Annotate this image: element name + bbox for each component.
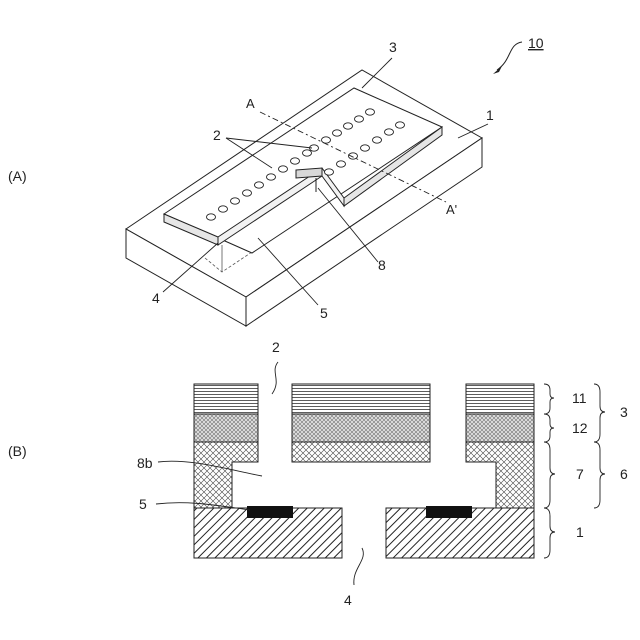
- section-label-a: A: [246, 96, 255, 111]
- label-layer-7: 7: [576, 466, 584, 482]
- brace-12: [544, 414, 554, 442]
- brace-6: [594, 442, 605, 508]
- pore: [231, 198, 240, 204]
- pore: [385, 129, 394, 135]
- brace-1: [544, 508, 555, 558]
- label-channel-gap: 8: [378, 257, 386, 273]
- panel-a-label: (A): [8, 168, 27, 184]
- layer-7-left: [194, 442, 258, 508]
- label-inlet: 4: [152, 290, 160, 306]
- pore: [291, 158, 300, 164]
- pore: [355, 116, 364, 122]
- pore: [396, 122, 405, 128]
- pore: [279, 166, 288, 172]
- section-label-a-prime: A': [446, 202, 457, 217]
- label-electrode-b: 5: [139, 496, 147, 512]
- ref-arrow: [497, 42, 522, 70]
- panel-a: (A) 10: [8, 35, 544, 326]
- electrode-left: [247, 506, 293, 518]
- electrode-right: [426, 506, 472, 518]
- brace-3: [594, 384, 605, 442]
- pore: [344, 123, 353, 129]
- pore: [366, 109, 375, 115]
- pore: [333, 130, 342, 136]
- pore: [207, 214, 216, 220]
- brace-11: [544, 384, 554, 414]
- label-pore: 2: [272, 339, 280, 355]
- panel-b-label: (B): [8, 443, 27, 459]
- pore: [361, 145, 370, 151]
- pore: [322, 137, 331, 143]
- label-electrode: 5: [320, 305, 328, 321]
- label-layer-11: 11: [572, 390, 587, 406]
- layer-11: [194, 384, 534, 414]
- label-through-hole: 4: [344, 592, 352, 608]
- label-layer-1: 1: [576, 524, 584, 540]
- layer-braces: [544, 384, 605, 558]
- figure-ref-number: 10: [528, 35, 544, 51]
- label-group-6: 6: [620, 466, 628, 482]
- pore: [255, 182, 264, 188]
- chip-slot-wall: [296, 168, 322, 178]
- pore: [349, 153, 358, 159]
- leader-through-hole: [354, 548, 364, 585]
- label-pores: 2: [213, 127, 221, 143]
- label-membrane-chip: 3: [389, 39, 397, 55]
- pore: [303, 150, 312, 156]
- pore: [325, 169, 334, 175]
- pore: [243, 190, 252, 196]
- leader-pore: [272, 362, 278, 394]
- layer-12: [194, 414, 534, 442]
- pore: [219, 206, 228, 212]
- layer-7-right: [466, 442, 534, 508]
- pore: [337, 161, 346, 167]
- layer-7-center: [292, 442, 430, 462]
- layer-1: [194, 508, 534, 558]
- label-group-3: 3: [620, 404, 628, 420]
- label-layer-12: 12: [572, 420, 588, 436]
- panel-b: (B) 2 4 8b: [8, 339, 628, 608]
- label-substrate: 1: [486, 107, 494, 123]
- brace-7: [544, 442, 555, 508]
- pore: [267, 174, 276, 180]
- pore: [373, 137, 382, 143]
- label-cavity: 8b: [137, 455, 153, 471]
